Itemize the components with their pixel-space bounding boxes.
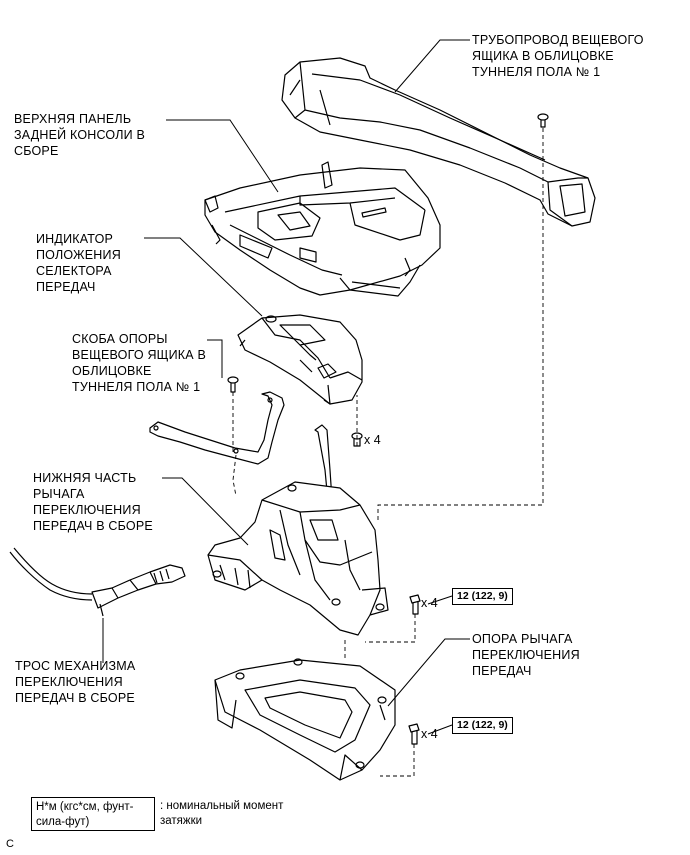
leader-upper-panel	[166, 119, 279, 193]
leader-duct	[394, 39, 470, 93]
leader-torque-lever	[427, 595, 453, 605]
leader-torque-support	[427, 724, 453, 735]
legend-description: : номинальный момент затяжки	[160, 800, 284, 827]
dashed-line-lever-bolt	[365, 614, 416, 643]
bracket-bolt-part	[227, 376, 239, 393]
clip-part	[537, 113, 549, 128]
label-duct: ТРУБОПРОВОД ВЕЩЕВОГО ЯЩИКА В ОБЛИЦОВКЕ Т…	[472, 33, 644, 79]
legend-unit-box: Н*м (кгс*см, фунт- сила-фут)	[31, 797, 155, 831]
quantity-screws: x 4	[364, 433, 381, 447]
upper-panel-part	[204, 161, 441, 297]
dashed-line-bracket-lever	[232, 454, 237, 497]
label-indicator: ИНДИКАТОР ПОЛОЖЕНИЯ СЕЛЕКТОРА ПЕРЕДАЧ	[36, 232, 121, 294]
bracket-part	[149, 391, 285, 465]
torque-box-support: 12 (122, 9)	[452, 717, 513, 734]
cable-part	[9, 547, 186, 617]
lower-lever-part	[207, 424, 389, 636]
lever-bolt-part	[409, 594, 421, 615]
support-part	[214, 658, 396, 781]
label-upper-panel: ВЕРХНЯЯ ПАНЕЛЬ ЗАДНЕЙ КОНСОЛИ В СБОРЕ	[14, 112, 146, 158]
leader-lower-lever	[162, 477, 249, 546]
leader-indicator	[144, 237, 263, 317]
leader-bracket	[207, 339, 223, 378]
label-lower-lever: НИЖНЯЯ ЧАСТЬ РЫЧАГА ПЕРЕКЛЮЧЕНИЯ ПЕРЕДАЧ…	[33, 471, 153, 533]
support-bolt-part	[408, 723, 420, 745]
dashed-line-duct	[377, 128, 544, 520]
leader-support	[387, 638, 470, 707]
label-cable: ТРОС МЕХАНИЗМА ПЕРЕКЛЮЧЕНИЯ ПЕРЕДАЧ В СБ…	[15, 659, 136, 705]
indicator-part	[237, 314, 363, 405]
dashed-line-support-bolt	[380, 744, 415, 777]
duct-part	[281, 57, 596, 227]
quantity-lever-bolts: x 4	[421, 596, 438, 610]
quantity-support-bolts: x 4	[421, 727, 438, 741]
torque-box-lever: 12 (122, 9)	[452, 588, 513, 605]
label-support: ОПОРА РЫЧАГА ПЕРЕКЛЮЧЕНИЯ ПЕРЕДАЧ	[472, 632, 580, 678]
corner-mark: C	[6, 838, 14, 850]
label-bracket: СКОБА ОПОРЫ ВЕЩЕВОГО ЯЩИКА В ОБЛИЦОВКЕ Т…	[72, 332, 206, 394]
